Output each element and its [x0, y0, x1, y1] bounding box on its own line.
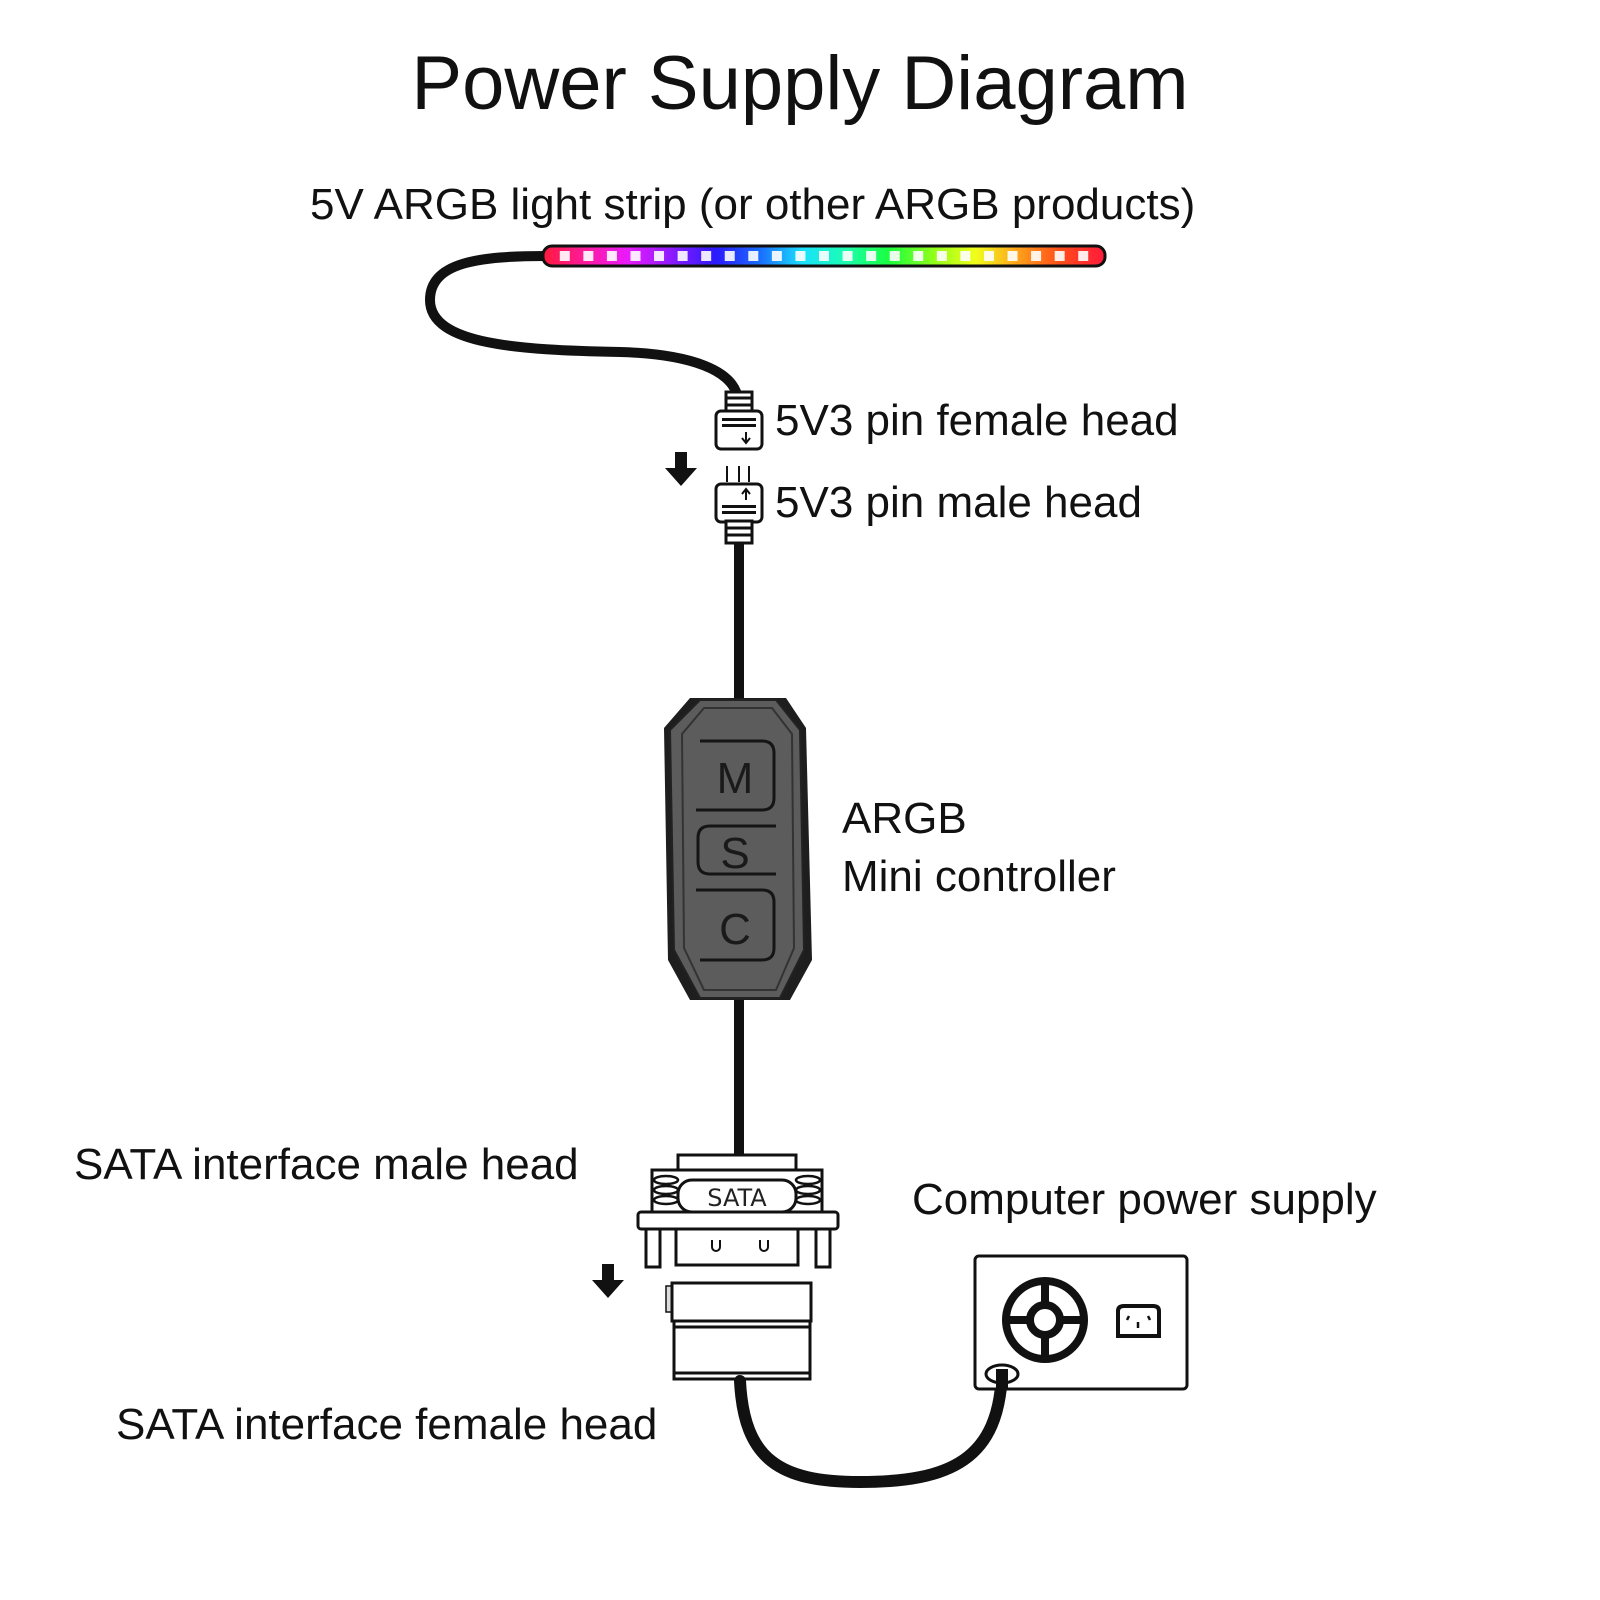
led-dot [936, 251, 947, 261]
led-dot [960, 251, 971, 261]
strip-cable [424, 251, 743, 405]
power-socket-icon [1116, 1304, 1161, 1338]
led-dot [1007, 251, 1018, 261]
fan-icon [1002, 1277, 1088, 1363]
mode-button: M [717, 754, 754, 803]
controller-label-line2: Mini controller [842, 852, 1116, 901]
female-3pin-head-icon [714, 390, 764, 451]
connect-arrow-icon [665, 452, 697, 486]
speed-button: S [720, 829, 749, 878]
led-dot [771, 251, 782, 261]
led-dot [842, 251, 853, 261]
led-dot [983, 251, 994, 261]
led-dot [913, 251, 924, 261]
male-3pin-head-icon [714, 466, 764, 545]
female-head-label: 5V3 pin female head [775, 396, 1179, 445]
diagram-title: Power Supply Diagram [411, 41, 1189, 126]
sata-male-label: SATA interface male head [74, 1140, 579, 1189]
sata-female-label: SATA interface female head [116, 1400, 658, 1449]
light-strip-label: 5V ARGB light strip (or other ARGB produ… [310, 180, 1196, 229]
connect-arrow-icon [592, 1264, 624, 1298]
led-dot [1031, 251, 1042, 261]
led-dot [866, 251, 877, 261]
sata-male-connector-icon [636, 1153, 840, 1269]
color-button: C [719, 905, 751, 954]
argb-mini-controller: M S C [664, 698, 812, 1000]
sata-badge-text: SATA [707, 1184, 767, 1212]
led-dot [1054, 251, 1065, 261]
led-dot [724, 251, 735, 261]
led-strip [541, 244, 1107, 268]
led-dot [819, 251, 829, 261]
sata-female-connector-icon [665, 1281, 813, 1381]
led-dot [795, 251, 806, 261]
male-head-label: 5V3 pin male head [775, 478, 1142, 527]
led-dot [889, 251, 900, 261]
led-dot [1078, 251, 1089, 261]
controller-label-line1: ARGB [842, 794, 967, 843]
psu-cable [734, 1364, 1008, 1489]
led-dot [677, 251, 688, 261]
led-dot [559, 251, 570, 261]
led-dot [701, 251, 712, 261]
led-dot [654, 251, 665, 261]
led-dot [583, 251, 594, 261]
led-dot [748, 251, 759, 261]
power-supply-label: Computer power supply [912, 1175, 1377, 1224]
led-dot [606, 251, 617, 261]
computer-power-supply-icon [973, 1254, 1189, 1391]
led-dot [630, 251, 641, 261]
